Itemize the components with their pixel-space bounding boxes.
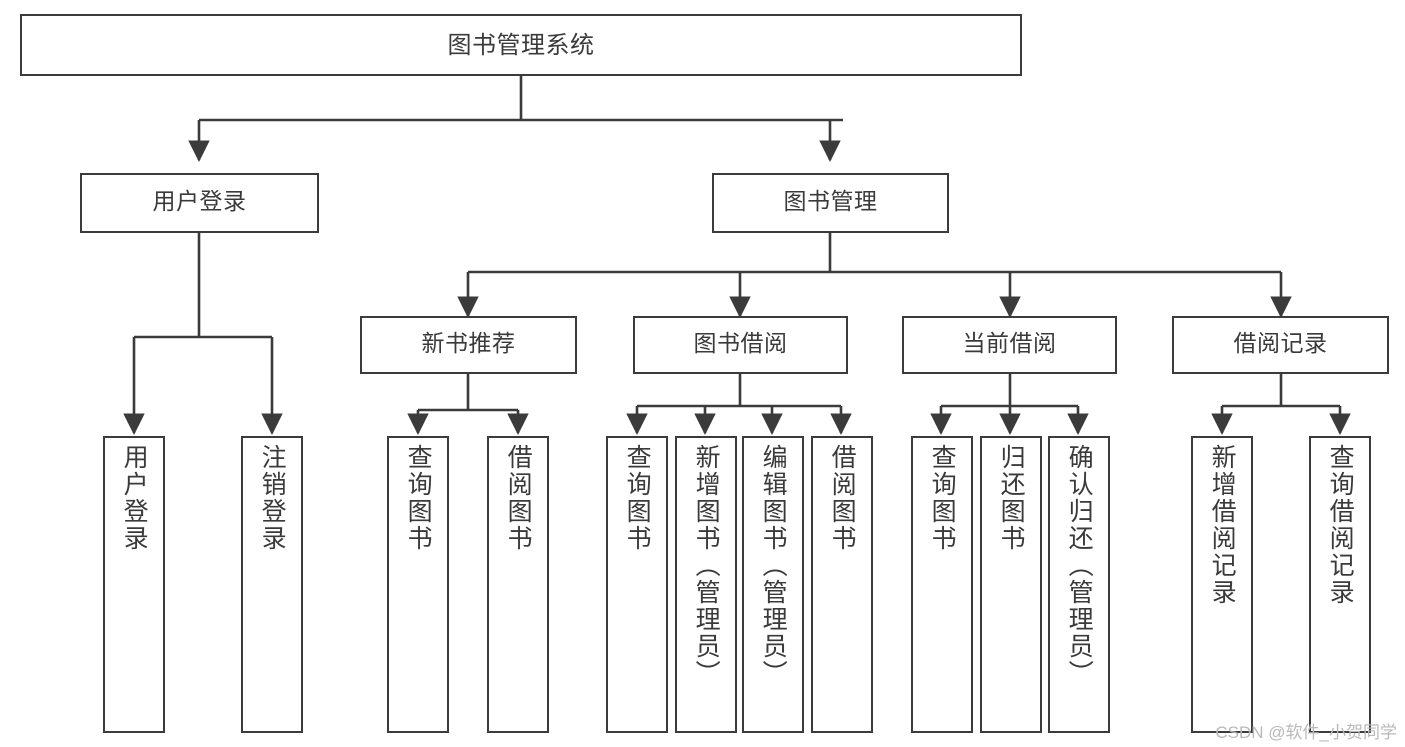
node-book-management[interactable]: 图书管理 [712,173,949,233]
node-leaf-edit-book[interactable]: 编辑图书（管理员） [742,436,804,733]
node-leaf-query-book-2[interactable]: 查询图书 [606,436,668,733]
watermark-text: CSDN @软件_小贺同学 [1215,723,1397,742]
node-borrow-record[interactable]: 借阅记录 [1172,316,1389,374]
node-book-borrow[interactable]: 图书借阅 [633,316,848,374]
node-current-borrow[interactable]: 当前借阅 [902,316,1117,374]
node-label: 编辑图书（管理员） [759,444,789,687]
node-label: 确认归还（管理员） [1065,444,1095,687]
node-leaf-confirm-return[interactable]: 确认归还（管理员） [1048,436,1110,733]
node-new-book-recommend[interactable]: 新书推荐 [360,316,577,374]
node-leaf-return-book[interactable]: 归还图书 [980,436,1042,733]
node-label: 新增借阅记录 [1208,444,1238,606]
node-label: 借阅记录 [1233,331,1328,358]
node-label: 新增图书（管理员） [692,444,722,687]
node-label: 借阅图书 [828,444,858,552]
node-label: 注销登录 [258,444,288,552]
node-label: 图书管理系统 [447,30,595,59]
node-leaf-add-borrow-record[interactable]: 新增借阅记录 [1191,436,1253,733]
node-root-book-management-system[interactable]: 图书管理系统 [20,14,1022,76]
node-label: 新书推荐 [421,331,516,358]
node-label: 用户登录 [120,444,150,552]
node-label: 用户登录 [152,189,247,216]
node-leaf-borrow-book-2[interactable]: 借阅图书 [811,436,873,733]
node-leaf-borrow-book-1[interactable]: 借阅图书 [487,436,549,733]
node-user-login[interactable]: 用户登录 [80,173,319,233]
node-leaf-logout-login[interactable]: 注销登录 [241,436,303,733]
node-label: 归还图书 [997,444,1027,552]
node-leaf-query-borrow-record[interactable]: 查询借阅记录 [1309,436,1371,733]
node-label: 查询图书 [404,444,434,552]
node-label: 查询图书 [623,444,653,552]
node-label: 查询借阅记录 [1326,444,1356,606]
node-label: 当前借阅 [962,331,1057,358]
node-label: 图书管理 [783,189,878,216]
node-label: 借阅图书 [504,444,534,552]
node-label: 查询图书 [928,444,958,552]
node-label: 图书借阅 [693,331,788,358]
node-leaf-query-book-1[interactable]: 查询图书 [387,436,449,733]
node-leaf-query-book-3[interactable]: 查询图书 [911,436,973,733]
node-leaf-add-book[interactable]: 新增图书（管理员） [675,436,737,733]
node-leaf-user-login[interactable]: 用户登录 [103,436,165,733]
